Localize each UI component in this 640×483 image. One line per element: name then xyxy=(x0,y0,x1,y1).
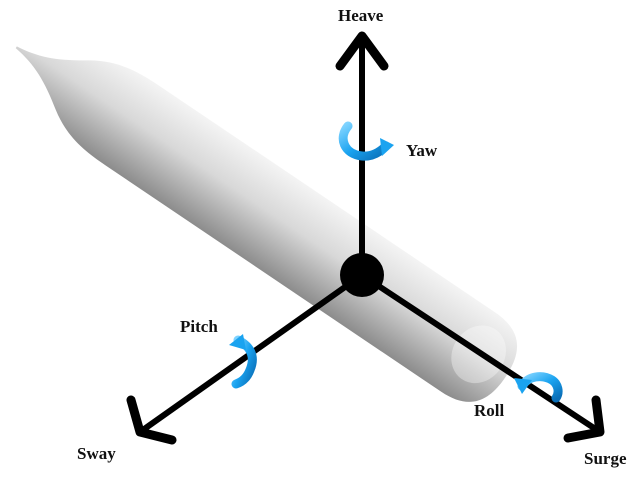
sway-arrowhead-icon xyxy=(126,395,177,445)
pitch-label: Pitch xyxy=(180,317,218,336)
surge-arrowhead-icon xyxy=(563,395,605,443)
heave-arrowhead-icon xyxy=(335,31,389,71)
origin-circle-icon xyxy=(340,253,384,297)
vehicle-hull xyxy=(15,46,517,402)
sway-label: Sway xyxy=(77,444,116,463)
pitch-rotation-icon xyxy=(229,334,257,389)
surge-label: Surge xyxy=(584,449,627,468)
roll-rotation-icon xyxy=(514,372,563,403)
roll-label: Roll xyxy=(474,401,505,420)
surge-axis xyxy=(359,272,603,435)
yaw-label: Yaw xyxy=(406,141,438,160)
heave-label: Heave xyxy=(338,6,384,25)
yaw-rotation-icon xyxy=(338,121,394,161)
